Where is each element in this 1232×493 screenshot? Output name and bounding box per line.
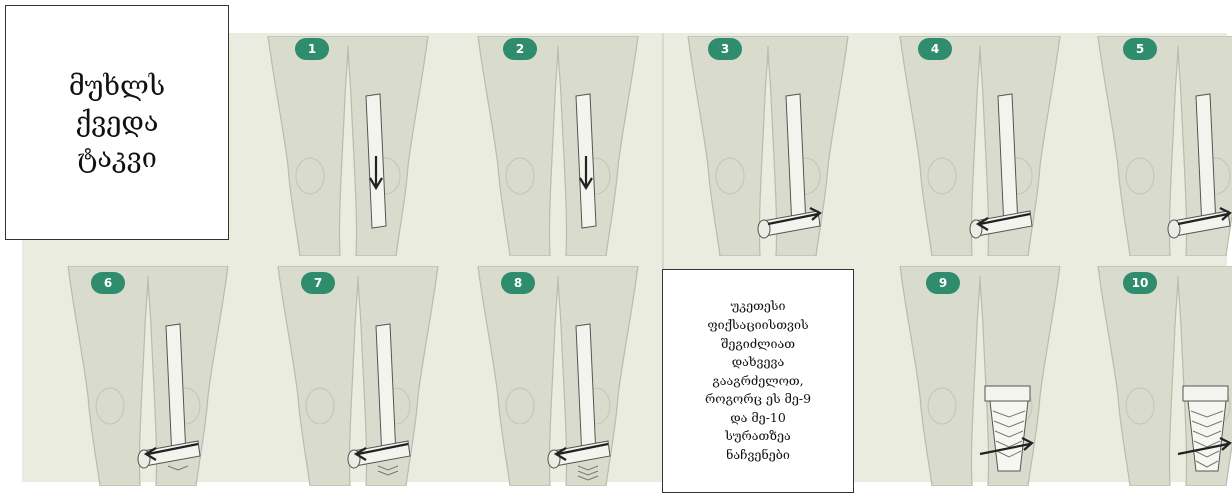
bandage-roll [1168, 220, 1180, 238]
legs-drawing [458, 36, 658, 256]
step-illustration [48, 266, 248, 486]
title-text: მუხლს ქვედა ტაკვი [69, 69, 165, 177]
step-number-badge: 6 [91, 272, 125, 294]
title-box: მუხლს ქვედა ტაკვი [5, 5, 229, 240]
step-illustration [458, 266, 658, 486]
bandage-band [1183, 386, 1228, 401]
step-number-badge: 7 [301, 272, 335, 294]
legs-drawing [880, 266, 1080, 486]
legs-drawing [668, 36, 868, 256]
legs-drawing [1078, 266, 1232, 486]
step-number-badge: 9 [926, 272, 960, 294]
legs-shape [478, 36, 638, 256]
step-illustration [668, 36, 868, 256]
step-illustration [1078, 266, 1232, 486]
legs-drawing [458, 266, 658, 486]
bandage-roll [758, 220, 770, 238]
step-number-badge: 2 [503, 38, 537, 60]
legs-drawing [1078, 36, 1232, 256]
note-text: უკეთესი ფიქსაციისთვის შეგიძლიათ დახვევა … [705, 297, 811, 464]
step-number-badge: 3 [708, 38, 742, 60]
step-illustration [248, 36, 448, 256]
step-number-badge: 5 [1123, 38, 1157, 60]
step-illustration [880, 266, 1080, 486]
step-illustration [458, 36, 658, 256]
legs-drawing [258, 266, 458, 486]
legs-shape [268, 36, 428, 256]
step-illustration [258, 266, 458, 486]
step-number-badge: 1 [295, 38, 329, 60]
step-number-badge: 4 [918, 38, 952, 60]
step-illustration [880, 36, 1080, 256]
legs-drawing [248, 36, 448, 256]
legs-drawing [880, 36, 1080, 256]
step-illustration [1078, 36, 1232, 256]
bandage-band [985, 386, 1030, 401]
legs-drawing [48, 266, 248, 486]
note-box: უკეთესი ფიქსაციისთვის შეგიძლიათ დახვევა … [662, 269, 854, 493]
step-number-badge: 8 [501, 272, 535, 294]
step-number-badge: 10 [1123, 272, 1157, 294]
